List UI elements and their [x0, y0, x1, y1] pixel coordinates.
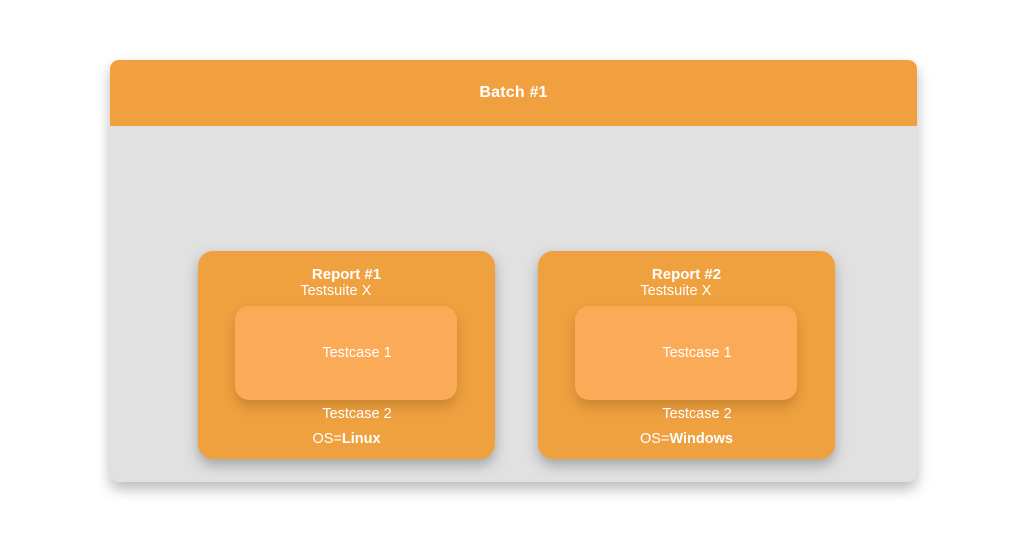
testcase-item: Testcase 1	[662, 344, 732, 361]
testsuite-name: Testsuite X	[640, 283, 712, 300]
testcase-item: Testcase 2	[322, 406, 392, 423]
os-row: OS=Linux	[198, 430, 495, 447]
testcase-item: Testcase 1	[322, 344, 392, 361]
testsuite-box[interactable]: Testsuite X Testcase 1 Testcase 2	[235, 283, 457, 422]
batch-container: Batch #1 Report #1 Testsuite X Testcase …	[110, 60, 917, 482]
os-value: Linux	[341, 430, 381, 447]
batch-title: Batch #1	[479, 84, 548, 101]
testsuite-name: Testsuite X	[300, 283, 372, 300]
batch-body: Report #1 Testsuite X Testcase 1 Testcas…	[110, 126, 917, 482]
os-label: OS=	[312, 430, 342, 447]
os-value: Windows	[669, 430, 733, 447]
os-label: OS=	[640, 430, 670, 447]
os-row: OS=Windows	[538, 430, 835, 447]
report-card-2[interactable]: Report #2 Testsuite X Testcase 1 Testcas…	[538, 251, 835, 459]
testsuite-lines: Testsuite X Testcase 1 Testcase 2	[640, 240, 731, 466]
report-title: Report #1	[311, 266, 382, 283]
report-title: Report #2	[651, 266, 722, 283]
testsuite-lines: Testsuite X Testcase 1 Testcase 2	[300, 240, 391, 466]
testcase-item: Testcase 2	[662, 406, 732, 423]
report-card-1[interactable]: Report #1 Testsuite X Testcase 1 Testcas…	[198, 251, 495, 459]
batch-header: Batch #1	[110, 60, 917, 126]
testsuite-box[interactable]: Testsuite X Testcase 1 Testcase 2	[575, 283, 797, 422]
